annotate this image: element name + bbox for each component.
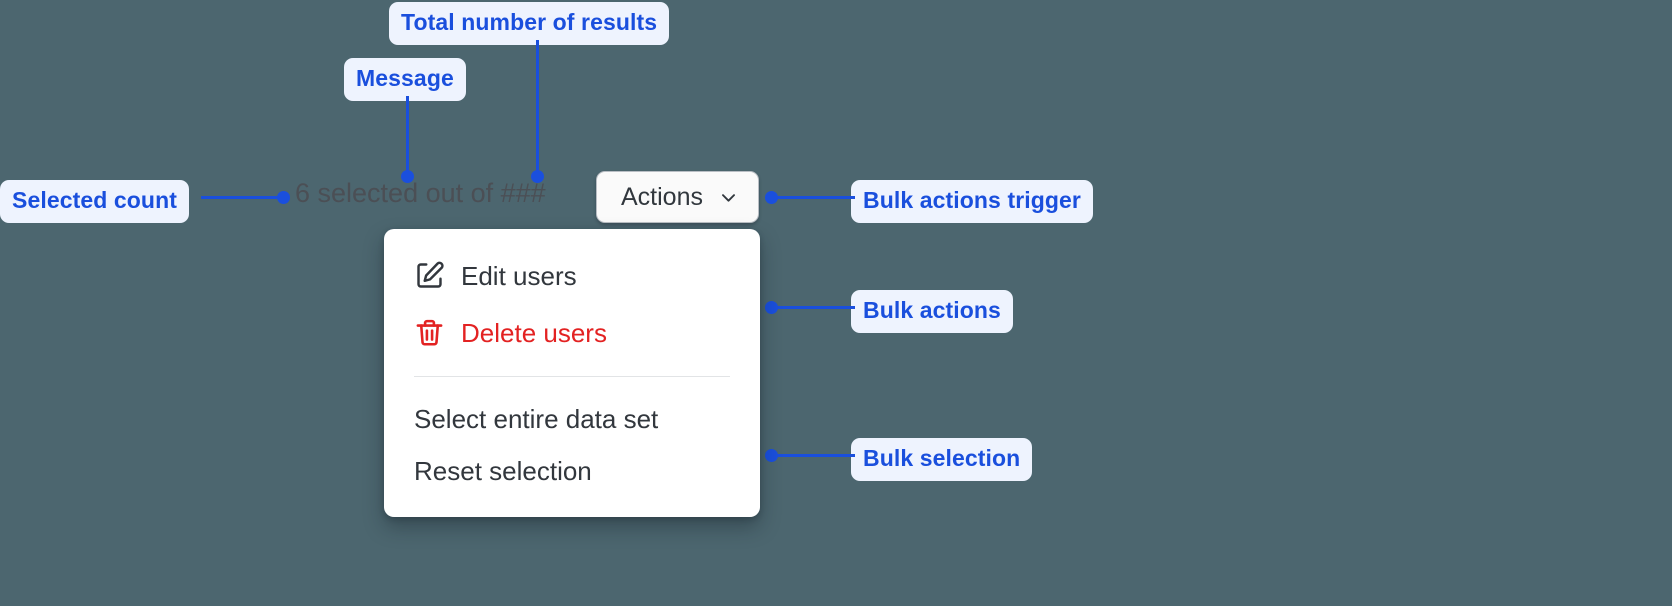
annotation-bulk-actions-trigger: Bulk actions trigger bbox=[851, 180, 1093, 223]
connector-dot-bulk-trigger bbox=[765, 191, 778, 204]
connector-dot-message bbox=[401, 170, 414, 183]
annotation-total-number-of-results: Total number of results bbox=[389, 2, 670, 45]
menu-item-edit-users[interactable]: Edit users bbox=[384, 247, 760, 304]
menu-item-reset-selection-label: Reset selection bbox=[414, 456, 592, 486]
menu-item-select-entire-data-set-label: Select entire data set bbox=[414, 404, 659, 434]
menu-divider bbox=[414, 376, 730, 377]
connector-line-bulk-actions bbox=[770, 306, 855, 309]
menu-item-reset-selection[interactable]: Reset selection bbox=[384, 445, 760, 497]
connector-dot-total-results bbox=[531, 170, 544, 183]
bulk-actions-trigger-button[interactable]: Actions bbox=[596, 171, 759, 223]
connector-line-bulk-trigger bbox=[770, 196, 855, 199]
connector-dot-bulk-selection bbox=[765, 449, 778, 462]
menu-item-delete-users-label: Delete users bbox=[461, 317, 607, 348]
menu-item-select-entire-data-set[interactable]: Select entire data set bbox=[384, 393, 760, 445]
connector-line-message bbox=[406, 96, 409, 178]
annotation-bulk-actions: Bulk actions bbox=[851, 290, 1013, 333]
menu-item-edit-users-label: Edit users bbox=[461, 260, 577, 291]
selection-count-message: 6 selected out of ### bbox=[295, 178, 546, 208]
annotation-bulk-selection: Bulk selection bbox=[851, 438, 1033, 481]
actions-button-label: Actions bbox=[621, 182, 703, 211]
connector-line-total-results bbox=[536, 40, 539, 178]
bulk-actions-dropdown-menu: Edit users Delete users Select entire da… bbox=[384, 229, 760, 517]
connector-line-bulk-selection bbox=[770, 454, 855, 457]
connector-dot-bulk-actions bbox=[765, 301, 778, 314]
chevron-down-icon bbox=[719, 188, 738, 207]
annotation-selected-count: Selected count bbox=[0, 180, 189, 223]
annotation-message: Message bbox=[344, 58, 466, 101]
edit-pencil-icon bbox=[414, 260, 445, 291]
trash-icon bbox=[414, 317, 445, 348]
menu-item-delete-users[interactable]: Delete users bbox=[384, 304, 760, 361]
connector-dot-selected-count bbox=[277, 191, 290, 204]
connector-line-selected-count bbox=[201, 196, 287, 199]
